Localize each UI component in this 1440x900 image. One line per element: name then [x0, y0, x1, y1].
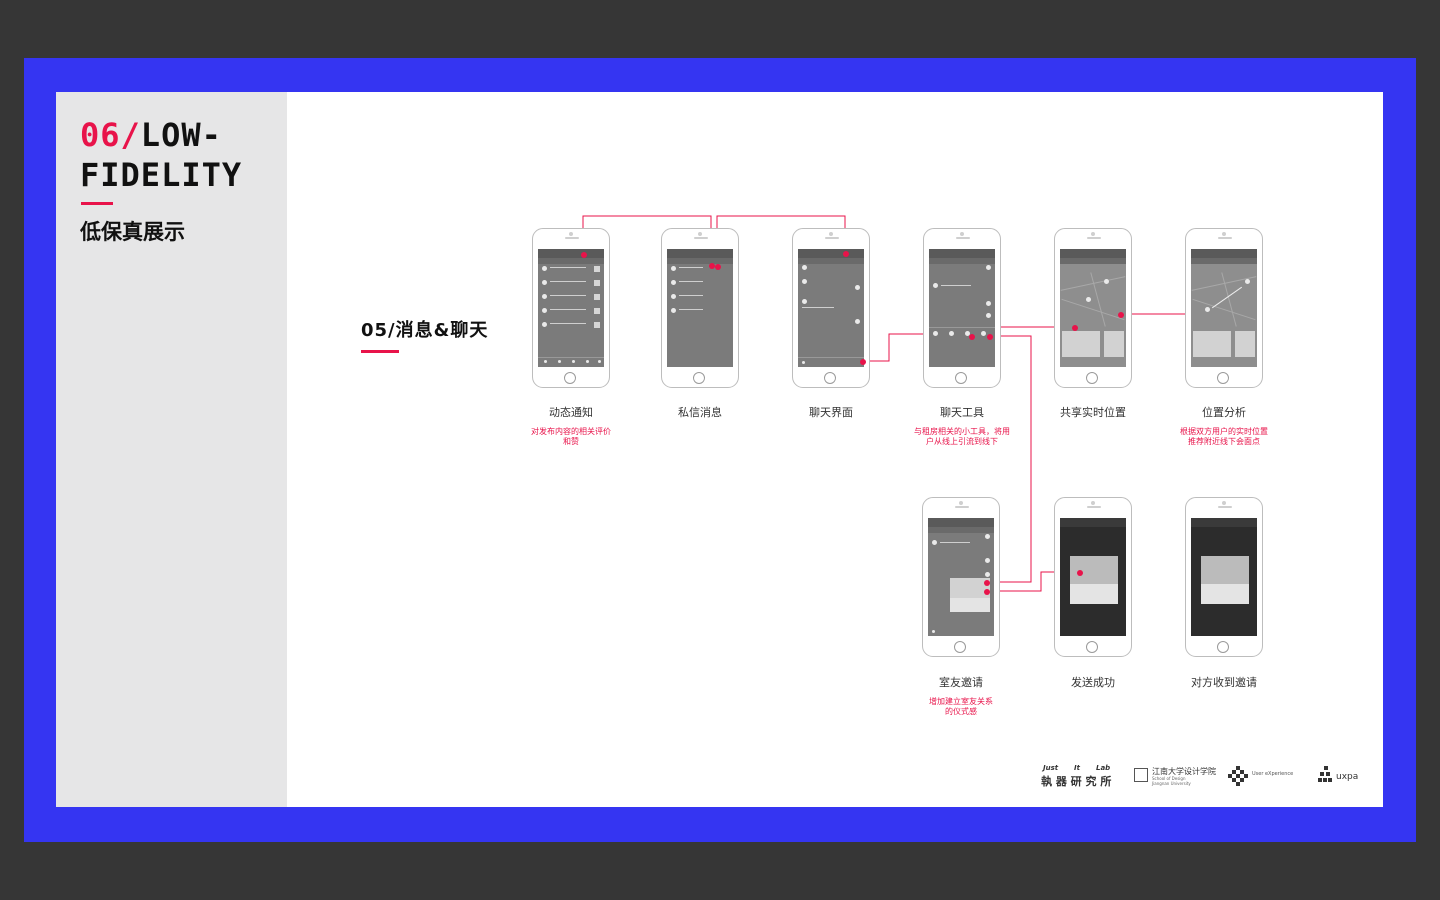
home-button	[1217, 372, 1229, 384]
phone-screen	[1191, 518, 1257, 636]
logo-just-it-lab: Just It Lab 執 器 研 究 所	[1041, 764, 1112, 788]
home-button	[1086, 641, 1098, 653]
phone-screen	[798, 249, 864, 367]
subsection-underline	[361, 350, 399, 353]
uxpa-blocks-icon	[1318, 766, 1332, 782]
slide: 06/LOW- FIDELITY 低保真展示 05/消息&聊天	[56, 92, 1383, 807]
screen-note-1: 对发布内容的相关评价 和赞	[531, 427, 611, 446]
screen-label-3: 聊天界面	[809, 406, 853, 419]
phone-screen	[1060, 518, 1126, 636]
flow-marker	[709, 263, 715, 269]
flow-marker	[984, 580, 990, 586]
phone-screen	[667, 249, 733, 367]
home-button	[954, 641, 966, 653]
flow-marker	[1077, 570, 1083, 576]
heading-subtitle: 低保真展示	[80, 220, 185, 244]
home-button	[824, 372, 836, 384]
flow-marker	[1118, 312, 1124, 318]
subsection-title: 05/消息&聊天	[361, 320, 489, 341]
phone-roommate-invite[interactable]	[922, 497, 1000, 657]
flow-lines	[582, 215, 1199, 592]
home-button	[1217, 641, 1229, 653]
flow-marker	[984, 589, 990, 595]
logo-user-experience: User eXperience	[1228, 760, 1303, 790]
screen-label-1: 动态通知	[549, 406, 593, 419]
phone-private-message[interactable]	[661, 228, 739, 388]
phone-chat-screen[interactable]	[792, 228, 870, 388]
flow-marker	[860, 359, 866, 365]
heading-line1: LOW-	[140, 116, 222, 154]
phone-invite-received[interactable]	[1185, 497, 1263, 657]
flow-marker	[1072, 325, 1078, 331]
screen-note-4: 与租房相关的小工具，将用 户从线上引流到线下	[914, 427, 1010, 446]
flow-marker	[987, 334, 993, 340]
phone-screen	[538, 249, 604, 367]
home-button	[564, 372, 576, 384]
screen-label-4: 聊天工具	[940, 406, 984, 419]
screen-label-7: 室友邀请	[939, 676, 983, 689]
logo-jiangnan-design: 江南大学设计学院 School of Design Jiangnan Unive…	[1134, 760, 1216, 790]
home-button	[693, 372, 705, 384]
phone-send-success[interactable]	[1054, 497, 1132, 657]
phone-dynamic-notice[interactable]	[532, 228, 610, 388]
flow-marker	[843, 251, 849, 257]
screen-label-8: 发送成功	[1071, 676, 1115, 689]
school-emblem-icon	[1134, 768, 1148, 782]
screen-note-6: 根据双方用户的实时位置 推荐附近线下会面点	[1180, 427, 1268, 446]
flow-marker	[581, 252, 587, 258]
home-button	[1086, 372, 1098, 384]
phone-screen	[928, 518, 994, 636]
phone-screen	[929, 249, 995, 367]
heading-number: 06/	[80, 116, 141, 154]
screen-note-7: 增加建立室友关系 的仪式感	[929, 697, 993, 716]
phone-share-location[interactable]	[1054, 228, 1132, 388]
screen-label-9: 对方收到邀请	[1191, 676, 1257, 689]
heading-underline	[81, 202, 113, 205]
phone-chat-tools[interactable]	[923, 228, 1001, 388]
phone-location-analysis[interactable]	[1185, 228, 1263, 388]
phone-screen	[1191, 249, 1257, 367]
ux-diamond-icon	[1228, 766, 1248, 786]
sidebar: 06/LOW- FIDELITY 低保真展示	[56, 92, 287, 807]
screen-label-2: 私信消息	[678, 406, 722, 419]
heading-line2: FIDELITY	[80, 156, 243, 194]
screen-label-5: 共享实时位置	[1060, 406, 1126, 419]
screen-label-6: 位置分析	[1202, 406, 1246, 419]
phone-screen	[1060, 249, 1126, 367]
flow-marker	[715, 264, 721, 270]
flow-marker	[969, 334, 975, 340]
section-heading: 06/LOW-	[80, 116, 222, 154]
logo-uxpa: uxpa	[1318, 760, 1368, 790]
home-button	[955, 372, 967, 384]
